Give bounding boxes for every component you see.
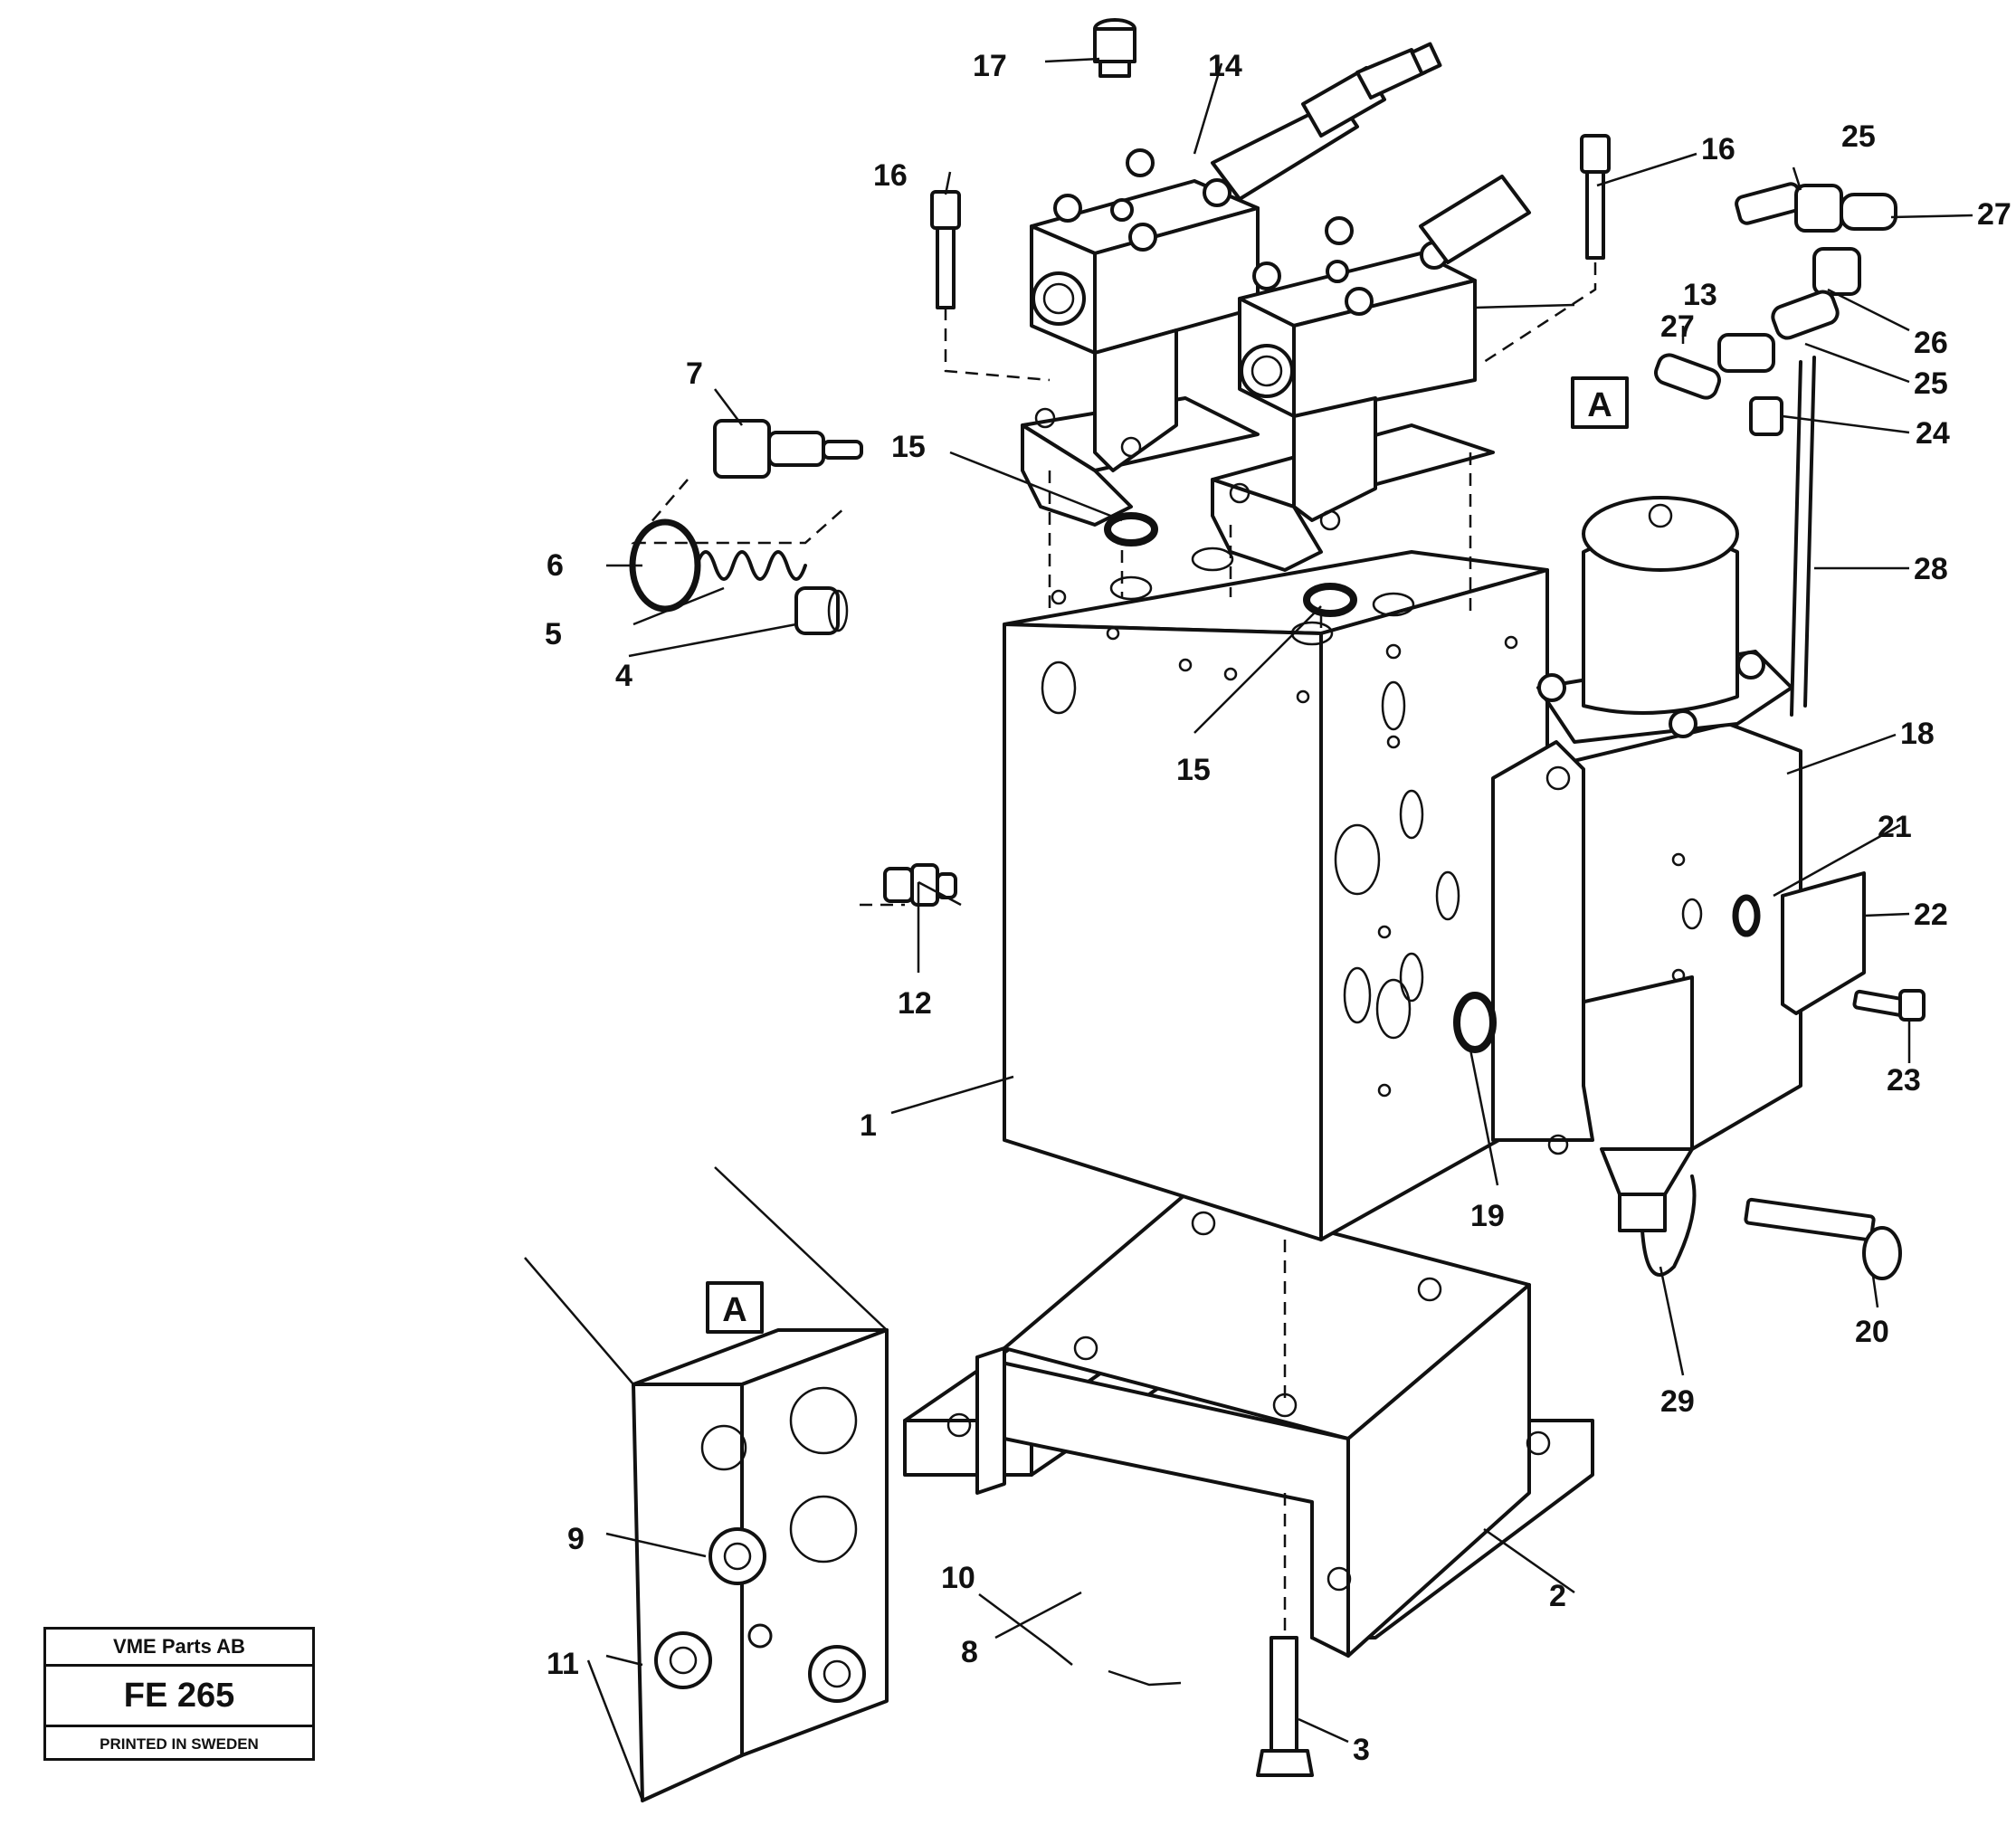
callout-28: 28: [1914, 552, 1948, 586]
callout-3: 3: [1353, 1733, 1370, 1767]
callout-27a: 27: [1977, 197, 2011, 232]
callout-4: 4: [615, 659, 632, 693]
seal-ring-side: [1453, 992, 1497, 1053]
callout-17: 17: [973, 49, 1007, 83]
callout-2: 2: [1549, 1579, 1566, 1613]
company-name: VME Parts AB: [46, 1630, 312, 1667]
callout-18: 18: [1900, 717, 1935, 751]
nipple-fitting: [883, 863, 957, 907]
seal-ring-lower: [1303, 583, 1357, 617]
title-block: VME Parts AB FE 265 PRINTED IN SWEDEN: [43, 1627, 315, 1761]
callout-19: 19: [1470, 1199, 1505, 1233]
callout-15b: 15: [1176, 753, 1211, 787]
detail-a-block: [524, 1166, 889, 1802]
long-screw: [1744, 1197, 1902, 1280]
screw-left: [930, 190, 961, 309]
plug: [1093, 18, 1136, 78]
callout-16b: 16: [1701, 132, 1735, 166]
leader-lines: [586, 57, 1973, 1801]
guide-lines: [631, 262, 1597, 1692]
callout-25a: 25: [1841, 119, 1876, 154]
servo-valve: [1491, 496, 1802, 1277]
base-bracket: [903, 1193, 1594, 1658]
callout-25b: 25: [1914, 366, 1948, 401]
valve-block: [1003, 547, 1549, 1241]
relief-parts: [629, 419, 863, 635]
base-screw: [1256, 1636, 1314, 1777]
callout-23: 23: [1887, 1063, 1921, 1098]
callout-1: 1: [860, 1108, 877, 1143]
callout-27b: 27: [1660, 309, 1695, 344]
solenoid-valve-front: [1211, 175, 1531, 572]
callout-26: 26: [1914, 326, 1948, 360]
view-ref-detail: A: [706, 1281, 764, 1334]
callout-20: 20: [1855, 1315, 1889, 1349]
callout-15a: 15: [891, 430, 926, 464]
pipe-fittings: [1654, 182, 1897, 717]
callout-10: 10: [941, 1561, 975, 1595]
callout-9: 9: [567, 1522, 585, 1556]
callout-24: 24: [1916, 416, 1950, 451]
seal-ring-cover: [1732, 894, 1761, 937]
printed-note: PRINTED IN SWEDEN: [100, 1735, 259, 1753]
svg-text:A: A: [722, 1291, 746, 1329]
screw-right: [1580, 134, 1611, 260]
callout-12: 12: [898, 986, 932, 1021]
cover-screw: [1852, 989, 1926, 1022]
callout-11: 11: [547, 1647, 579, 1681]
svg-text:A: A: [1587, 386, 1612, 424]
cover-plate: [1781, 871, 1866, 1015]
callout-16a: 16: [873, 158, 908, 193]
callout-7: 7: [686, 356, 703, 391]
seal-ring-upper: [1104, 512, 1158, 547]
callout-22: 22: [1914, 898, 1948, 932]
callout-13: 13: [1683, 278, 1717, 312]
view-ref-top: A: [1571, 376, 1629, 429]
callout-29: 29: [1660, 1384, 1695, 1419]
figure-code: FE 265: [46, 1667, 312, 1727]
callouts: 1 2 3 4 5 6 7 8 9 10 11 12 13 14 15 15 1…: [545, 49, 2011, 1767]
callout-21: 21: [1878, 810, 1912, 844]
callout-6: 6: [547, 548, 564, 583]
callout-8: 8: [961, 1635, 978, 1669]
callout-14: 14: [1208, 49, 1242, 83]
callout-5: 5: [545, 617, 562, 651]
